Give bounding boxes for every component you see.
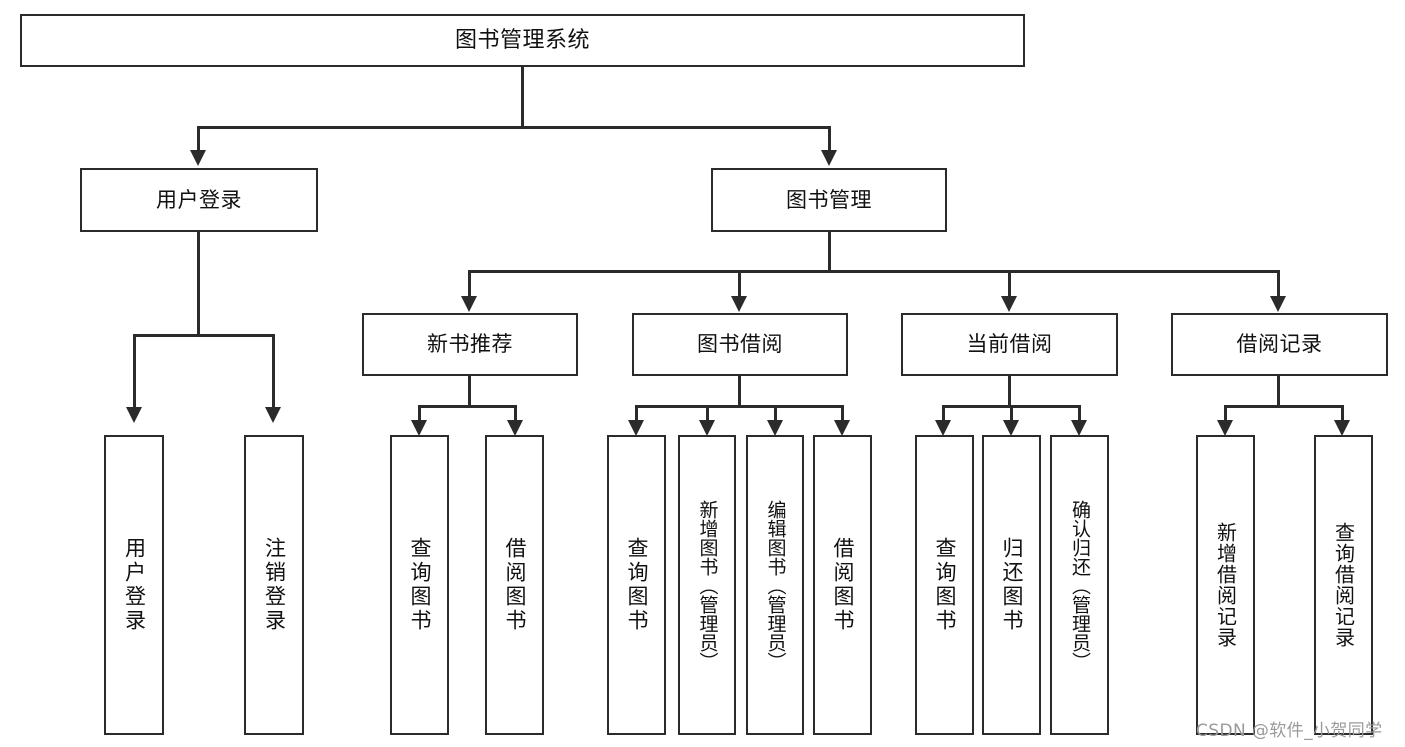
node-leaf-return-book-label: 归还图书 <box>1000 537 1024 633</box>
node-leaf-query-book-1[interactable]: 查询图书 <box>390 435 449 735</box>
node-book-management[interactable]: 图书管理 <box>711 168 947 232</box>
connector-borrow-record-stem <box>1277 376 1280 406</box>
node-leaf-query-record[interactable]: 查询借阅记录 <box>1314 435 1373 735</box>
node-root[interactable]: 图书管理系统 <box>20 14 1025 67</box>
connector-to-book-borrow <box>738 270 741 298</box>
node-leaf-query-book-3-label: 查询图书 <box>933 537 957 633</box>
arrow-to-leaf-borrow-book-2 <box>834 420 850 436</box>
node-user-login[interactable]: 用户登录 <box>80 168 318 232</box>
node-leaf-confirm-return-label: 确认归还（管理员） <box>1069 499 1091 671</box>
connector-to-leaf-edit-book-admin <box>774 405 777 423</box>
node-leaf-borrow-book-1-label: 借阅图书 <box>503 537 527 633</box>
node-leaf-edit-book-admin[interactable]: 编辑图书（管理员） <box>746 435 804 735</box>
node-borrow-record[interactable]: 借阅记录 <box>1171 313 1388 376</box>
connector-to-leaf-return-book <box>1010 405 1013 423</box>
arrow-to-leaf-edit-book-admin <box>767 420 783 436</box>
arrow-to-leaf-user-login <box>126 407 142 423</box>
node-leaf-query-book-3[interactable]: 查询图书 <box>915 435 974 735</box>
connector-to-leaf-query-book-2 <box>635 405 638 423</box>
connector-to-book-management <box>828 126 831 152</box>
connector-book-borrow-stem <box>738 376 741 406</box>
node-leaf-user-login-label: 用户登录 <box>122 537 147 633</box>
node-leaf-borrow-book-1[interactable]: 借阅图书 <box>485 435 544 735</box>
node-current-borrow-label: 当前借阅 <box>966 332 1053 357</box>
arrow-to-leaf-query-record <box>1334 420 1350 436</box>
arrow-to-user-login <box>190 150 206 166</box>
connector-new-book-recommend-bar <box>418 405 516 408</box>
node-book-management-label: 图书管理 <box>786 187 872 212</box>
arrow-to-leaf-add-record <box>1217 420 1233 436</box>
node-leaf-add-record-label: 新增借阅记录 <box>1213 522 1238 648</box>
connector-to-leaf-query-book-3 <box>942 405 945 423</box>
node-leaf-logout-login[interactable]: 注销登录 <box>244 435 304 735</box>
node-book-borrow[interactable]: 图书借阅 <box>632 313 848 376</box>
connector-to-leaf-add-book-admin <box>706 405 709 423</box>
connector-level3-bar <box>468 270 1279 273</box>
arrow-to-leaf-query-book-3 <box>935 420 951 436</box>
connector-to-leaf-query-book-1 <box>418 405 421 423</box>
connector-to-leaf-borrow-book-2 <box>841 405 844 423</box>
connector-borrow-record-bar <box>1224 405 1343 408</box>
connector-to-leaf-query-record <box>1341 405 1344 423</box>
arrow-to-new-book-recommend <box>461 296 477 312</box>
connector-to-user-login <box>197 126 200 152</box>
node-borrow-record-label: 借阅记录 <box>1236 332 1323 357</box>
connector-to-borrow-record <box>1277 270 1280 298</box>
node-leaf-add-record[interactable]: 新增借阅记录 <box>1196 435 1255 735</box>
node-user-login-label: 用户登录 <box>156 187 242 212</box>
arrow-to-leaf-add-book-admin <box>699 420 715 436</box>
node-leaf-confirm-return[interactable]: 确认归还（管理员） <box>1050 435 1109 735</box>
arrow-to-leaf-query-book-1 <box>411 420 427 436</box>
connector-root-stem <box>521 67 524 128</box>
node-leaf-borrow-book-2-label: 借阅图书 <box>831 537 855 633</box>
arrow-to-book-management <box>821 150 837 166</box>
arrow-to-leaf-query-book-2 <box>628 420 644 436</box>
node-leaf-return-book[interactable]: 归还图书 <box>982 435 1041 735</box>
connector-to-leaf-confirm-return <box>1078 405 1081 423</box>
arrow-to-borrow-record <box>1270 296 1286 312</box>
node-leaf-query-book-2-label: 查询图书 <box>625 537 649 633</box>
arrow-to-book-borrow <box>731 296 747 312</box>
arrow-to-leaf-borrow-book-1 <box>507 420 523 436</box>
node-book-borrow-label: 图书借阅 <box>697 332 783 357</box>
connector-user-login-stem <box>197 232 200 335</box>
node-new-book-recommend[interactable]: 新书推荐 <box>362 313 578 376</box>
connector-user-login-bar <box>133 334 274 337</box>
node-leaf-query-record-label: 查询借阅记录 <box>1331 522 1356 648</box>
arrow-to-leaf-logout-login <box>265 407 281 423</box>
node-leaf-query-book-2[interactable]: 查询图书 <box>607 435 666 735</box>
arrow-to-leaf-confirm-return <box>1071 420 1087 436</box>
node-current-borrow[interactable]: 当前借阅 <box>901 313 1118 376</box>
node-leaf-add-book-admin-label: 新增图书（管理员） <box>696 499 719 671</box>
arrow-to-current-borrow <box>1001 296 1017 312</box>
connector-to-leaf-add-record <box>1224 405 1227 423</box>
connector-book-management-stem <box>828 232 831 271</box>
connector-to-current-borrow <box>1008 270 1011 298</box>
node-leaf-query-book-1-label: 查询图书 <box>408 537 432 633</box>
connector-to-leaf-borrow-book-1 <box>514 405 517 423</box>
node-leaf-edit-book-admin-label: 编辑图书（管理员） <box>764 499 787 671</box>
csdn-watermark: CSDN @软件_小贺同学 <box>1196 721 1383 741</box>
node-leaf-borrow-book-2[interactable]: 借阅图书 <box>813 435 872 735</box>
connector-to-new-book-recommend <box>468 270 471 298</box>
connector-level2-bar <box>197 126 830 129</box>
node-leaf-user-login[interactable]: 用户登录 <box>104 435 164 735</box>
node-new-book-recommend-label: 新书推荐 <box>427 332 513 357</box>
connector-book-borrow-bar <box>635 405 843 408</box>
connector-to-leaf-user-login <box>133 334 136 409</box>
node-root-label: 图书管理系统 <box>454 27 590 53</box>
connector-to-leaf-logout-login <box>272 334 275 409</box>
connector-current-borrow-stem <box>1008 376 1011 406</box>
node-leaf-add-book-admin[interactable]: 新增图书（管理员） <box>678 435 736 735</box>
arrow-to-leaf-return-book <box>1003 420 1019 436</box>
connector-new-book-recommend-stem <box>468 376 471 406</box>
node-leaf-logout-login-label: 注销登录 <box>262 537 287 633</box>
